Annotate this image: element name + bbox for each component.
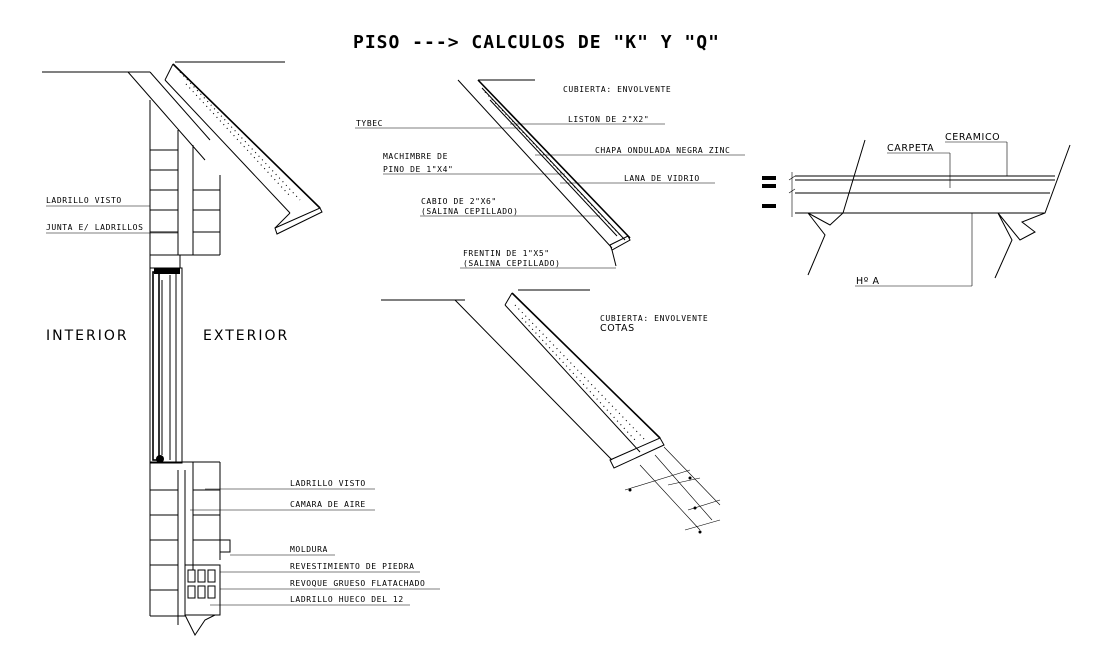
label-machimbre-2: PINO DE 1"X4"	[383, 165, 453, 174]
label-frentin-2: (SALINA CEPILLADO)	[463, 259, 561, 268]
label-frentin-1: FRENTIN DE 1"X5"	[463, 249, 550, 258]
label-interior: INTERIOR	[46, 328, 129, 344]
label-chapa: CHAPA ONDULADA NEGRA ZINC	[595, 146, 730, 155]
label-hormigon: Hº A	[856, 276, 880, 287]
label-cabio-1: CABIO DE 2"X6"	[421, 197, 497, 206]
label-junta: JUNTA E/ LADRILLOS	[46, 223, 144, 232]
label-camara: CAMARA DE AIRE	[290, 500, 366, 509]
label-cubierta-detail: CUBIERTA: ENVOLVENTE	[563, 85, 671, 94]
label-ladrillo-visto-bottom: LADRILLO VISTO	[290, 479, 366, 488]
label-revestimiento: REVESTIMIENTO DE PIEDRA	[290, 562, 415, 571]
label-ladrillo-visto-top: LADRILLO VISTO	[46, 196, 122, 205]
roof-detail	[355, 79, 745, 269]
label-exterior: EXTERIOR	[203, 328, 289, 344]
label-revoque: REVOQUE GRUESO FLATACHADO	[290, 579, 425, 588]
label-lana: LANA DE VIDRIO	[624, 174, 700, 183]
label-cotas: COTAS	[600, 323, 635, 334]
label-machimbre-1: MACHIMBRE DE	[383, 152, 448, 161]
label-cabio-2: (SALINA CEPILLADO)	[421, 207, 519, 216]
wall-section	[42, 61, 440, 636]
roof-dimensions	[381, 289, 721, 534]
label-tybec: TYBEC	[356, 119, 383, 128]
floor-section	[762, 139, 1071, 287]
label-moldura: MOLDURA	[290, 545, 328, 554]
label-cubierta-dims: CUBIERTA: ENVOLVENTE	[600, 314, 708, 323]
label-liston: LISTON DE 2"X2"	[568, 115, 649, 124]
label-ceramico: CERAMICO	[945, 132, 1000, 143]
drawing-title: PISO ---> CALCULOS DE "K" Y "Q"	[353, 32, 720, 53]
label-ladrillo-hueco: LADRILLO HUECO DEL 12	[290, 595, 404, 604]
label-carpeta: CARPETA	[887, 143, 934, 154]
